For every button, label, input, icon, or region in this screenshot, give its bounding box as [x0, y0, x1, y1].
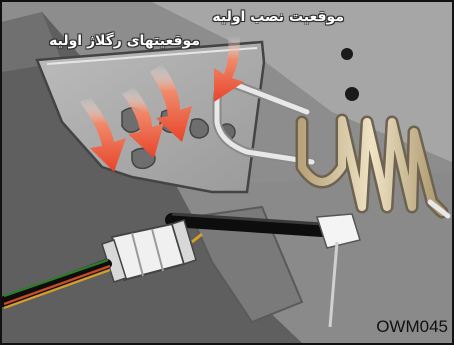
adjustment-positions-label: موقعیتهای رگلاژ اولیه — [49, 34, 200, 48]
initial-position-label: موقعیت نصب اولیه — [212, 10, 344, 24]
figure-code: OWM045 — [376, 317, 448, 337]
slot-3 — [190, 119, 208, 138]
dot-2 — [345, 87, 359, 101]
illustration-svg — [2, 2, 452, 343]
dot-1 — [341, 48, 353, 60]
